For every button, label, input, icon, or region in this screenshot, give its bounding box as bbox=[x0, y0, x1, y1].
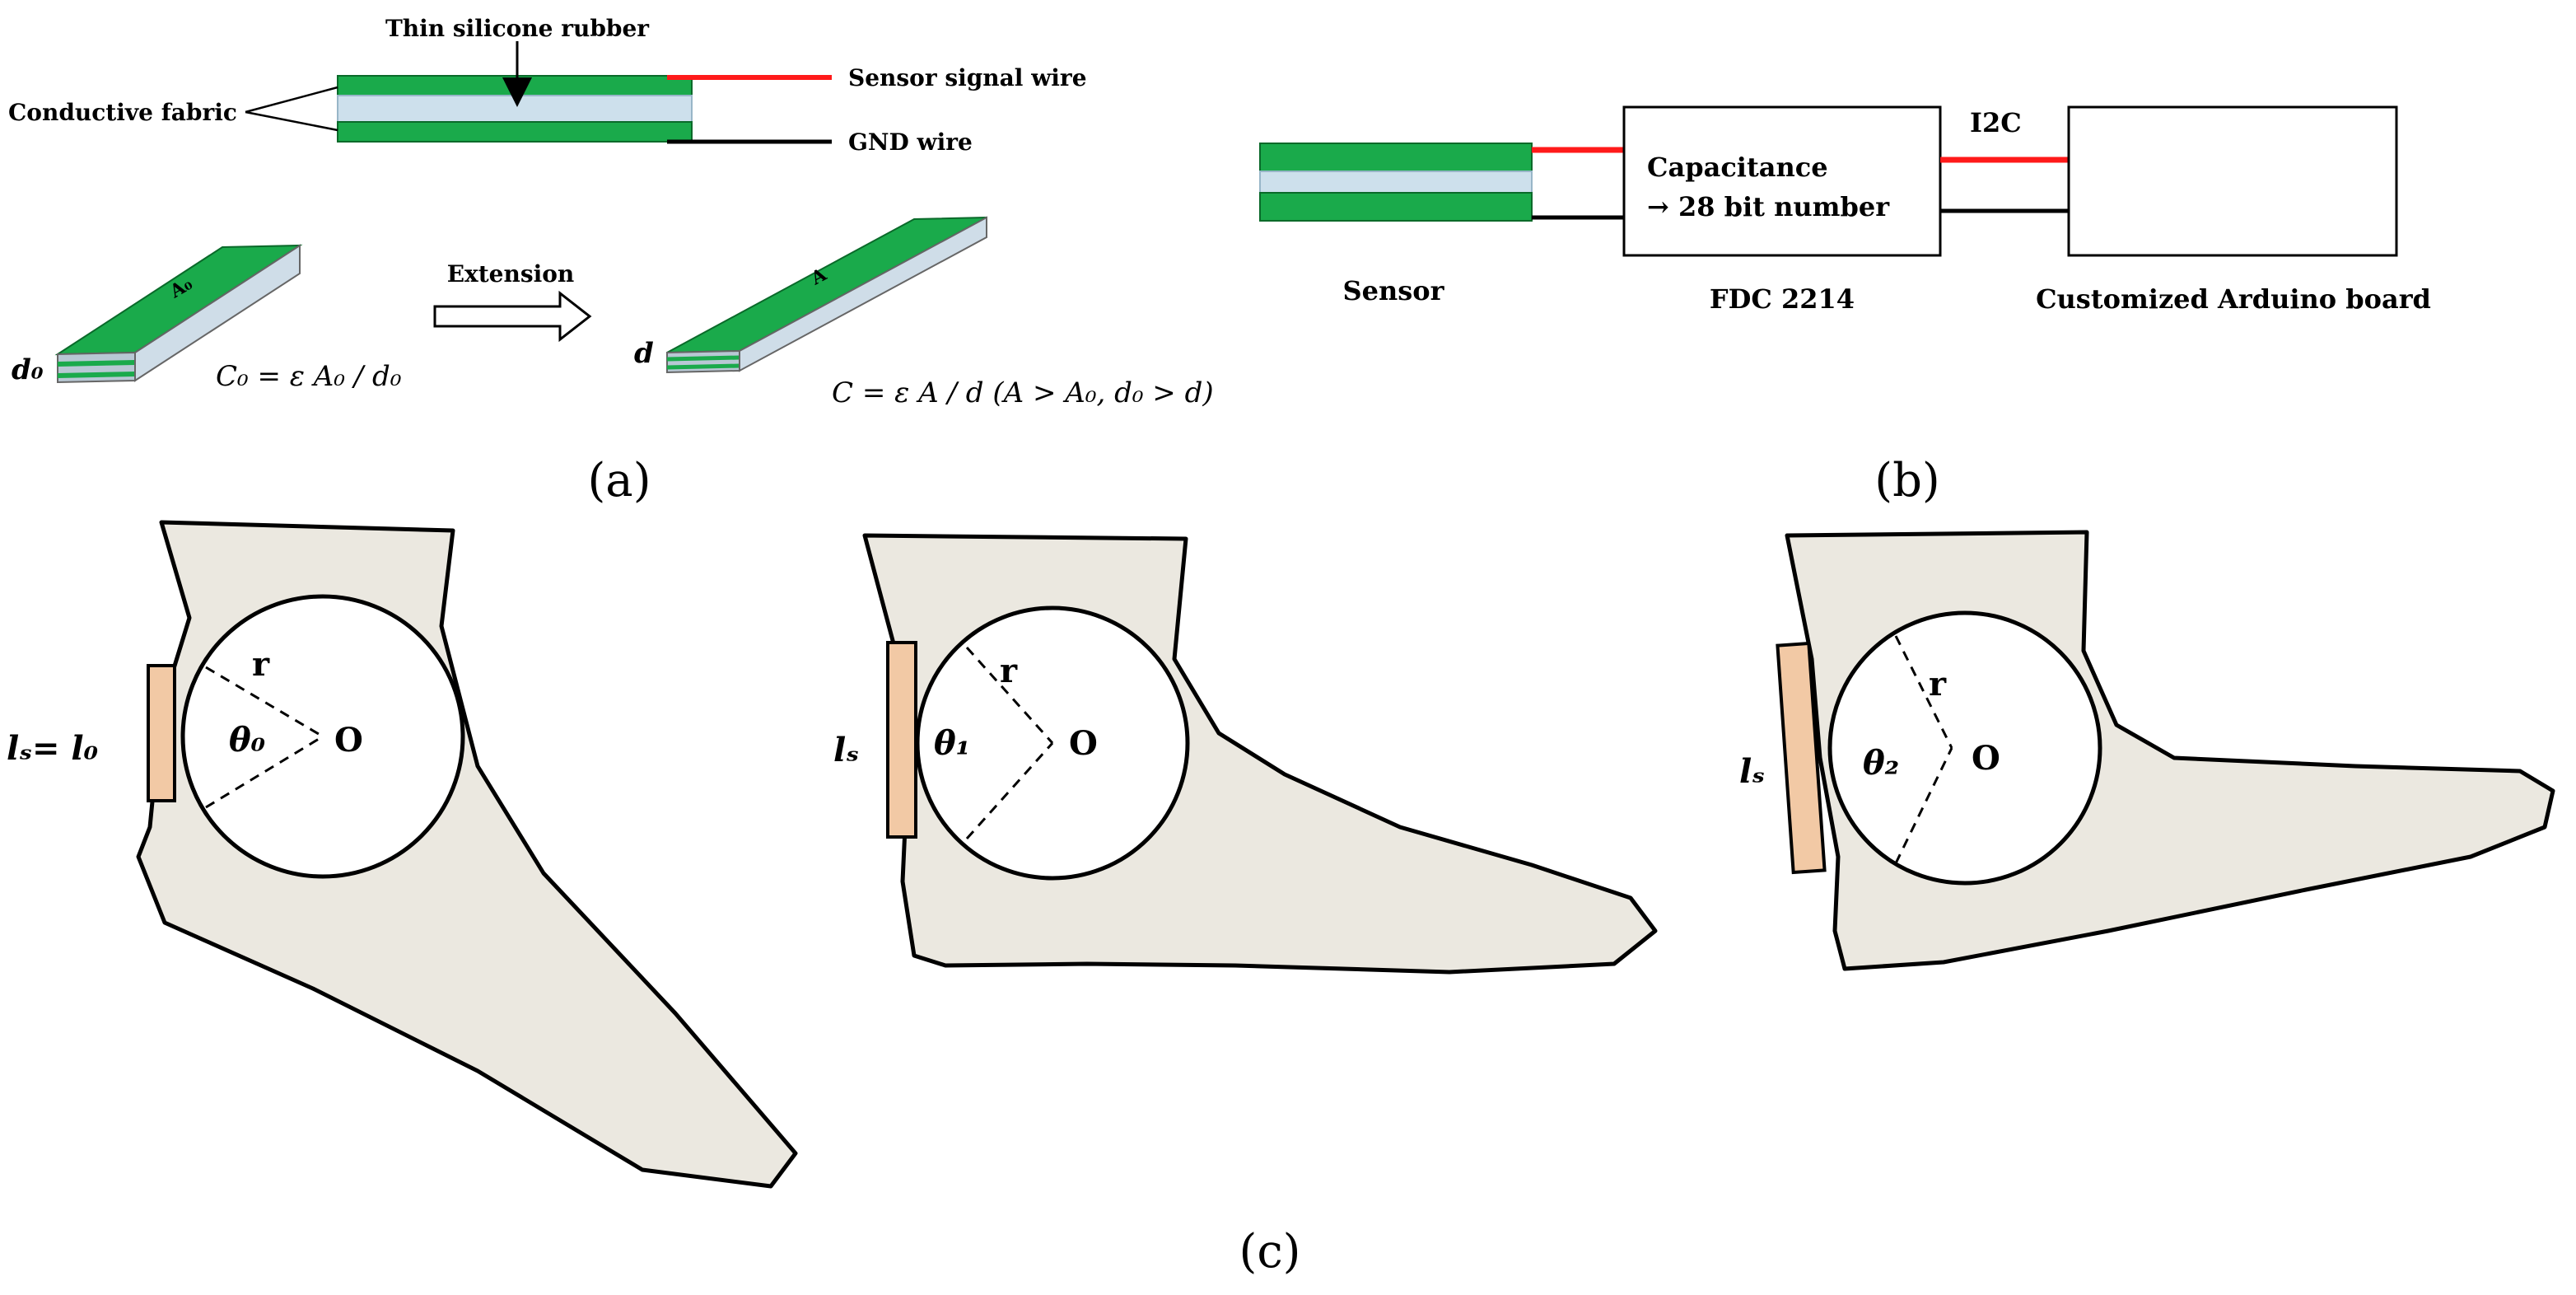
angle-label: θ₂ bbox=[1863, 744, 1899, 783]
radius-label: r bbox=[1000, 652, 1018, 690]
stretch-sensor-pad bbox=[147, 664, 176, 802]
panel-c: r θ₀ O lₛ= l₀ r θ₁ O lₛ r θ₂ O l bbox=[7, 520, 2555, 1279]
sensor-strip bbox=[1259, 143, 1533, 222]
chip-function-line1: Capacitance bbox=[1647, 152, 1828, 183]
panel-b: Sensor Capacitance → 28 bit number FDC 2… bbox=[1259, 105, 2431, 507]
top-conductive-fabric-layer bbox=[337, 75, 693, 96]
stretched-sensor-block: A bbox=[666, 216, 987, 374]
panel-a-label: (a) bbox=[587, 454, 651, 507]
panel-b-label: (b) bbox=[1874, 454, 1940, 507]
bottom-conductive-fabric-layer bbox=[1259, 192, 1533, 222]
block-side-face bbox=[739, 216, 987, 372]
foot-diagram-flexed-1: r θ₁ O lₛ bbox=[833, 533, 1658, 975]
fabric-pointer-top bbox=[245, 86, 338, 114]
block-layer-line bbox=[57, 372, 136, 378]
ankle-joint-circle bbox=[180, 594, 465, 879]
radius-label: r bbox=[252, 645, 270, 684]
conductive-fabric-label: Conductive fabric bbox=[8, 99, 237, 126]
radius-line-upper bbox=[1894, 635, 1953, 749]
angle-label: θ₀ bbox=[229, 721, 266, 760]
block-layer-line bbox=[666, 363, 740, 370]
foot-diagram-initial: r θ₀ O lₛ= l₀ bbox=[7, 520, 798, 1189]
block-top-face bbox=[666, 217, 987, 353]
panel-a: Thin silicone rubber Conductive fabric S… bbox=[8, 15, 1214, 507]
panel-c-label: (c) bbox=[1239, 1225, 1300, 1279]
angle-label: θ₁ bbox=[934, 724, 970, 763]
sensor-length-label: lₛ= l₀ bbox=[7, 729, 99, 768]
capacitance-formula-stretched: C = ε A / d (A > A₀, d₀ > d) bbox=[832, 376, 1214, 409]
radius-line-upper bbox=[205, 666, 324, 738]
sensor-length-label: lₛ bbox=[1739, 752, 1765, 791]
sensor-label: Sensor bbox=[1343, 275, 1445, 306]
thin-silicone-rubber-label: Thin silicone rubber bbox=[385, 15, 650, 42]
extension-arrow bbox=[433, 290, 592, 343]
i2c-label: I2C bbox=[1970, 107, 2022, 138]
block-layer-line bbox=[666, 355, 740, 362]
center-label: O bbox=[334, 721, 363, 760]
silicone-rubber-layer bbox=[337, 95, 693, 123]
fdc2214-chip-box bbox=[1622, 105, 1942, 257]
radius-line-lower bbox=[965, 741, 1054, 840]
chip-name-label: FDC 2214 bbox=[1710, 283, 1855, 315]
center-label: O bbox=[1972, 739, 2000, 778]
foot-diagram-flexed-2: r θ₂ O lₛ bbox=[1739, 530, 2555, 971]
bottom-conductive-fabric-layer bbox=[337, 121, 693, 143]
block-side-face bbox=[134, 244, 301, 382]
fabric-pointer-bottom bbox=[245, 110, 338, 132]
gnd-wire-label: GND wire bbox=[848, 129, 973, 156]
silicone-rubber-layer bbox=[1259, 171, 1533, 194]
sensor-signal-wire-label: Sensor signal wire bbox=[848, 64, 1087, 91]
radius-line-upper bbox=[965, 646, 1054, 745]
unstretched-sensor-block: A₀ bbox=[54, 244, 303, 384]
arduino-board-box bbox=[2067, 105, 2398, 257]
extension-label: Extension bbox=[447, 260, 575, 288]
stretch-sensor-pad bbox=[886, 641, 917, 839]
block-layer-line bbox=[57, 360, 136, 367]
center-label: O bbox=[1069, 724, 1098, 763]
sensor-length-label: lₛ bbox=[833, 731, 859, 769]
radius-label: r bbox=[1929, 665, 1947, 704]
foot-outline bbox=[136, 520, 798, 1189]
radius-line-lower bbox=[1894, 747, 1953, 864]
capacitance-formula-initial: C₀ = ε A₀ / d₀ bbox=[216, 360, 402, 393]
radius-line-lower bbox=[205, 735, 324, 809]
stretch-sensor-pad bbox=[1776, 641, 1827, 875]
top-conductive-fabric-layer bbox=[1259, 143, 1533, 172]
arduino-board-label: Customized Arduino board bbox=[2036, 283, 2431, 315]
thickness-label-initial: d₀ bbox=[12, 353, 44, 386]
sensor-cross-section bbox=[245, 41, 832, 144]
ankle-joint-circle bbox=[1827, 610, 2102, 886]
thickness-label-stretched: d bbox=[634, 337, 654, 370]
chip-function-line2: → 28 bit number bbox=[1647, 191, 1890, 222]
